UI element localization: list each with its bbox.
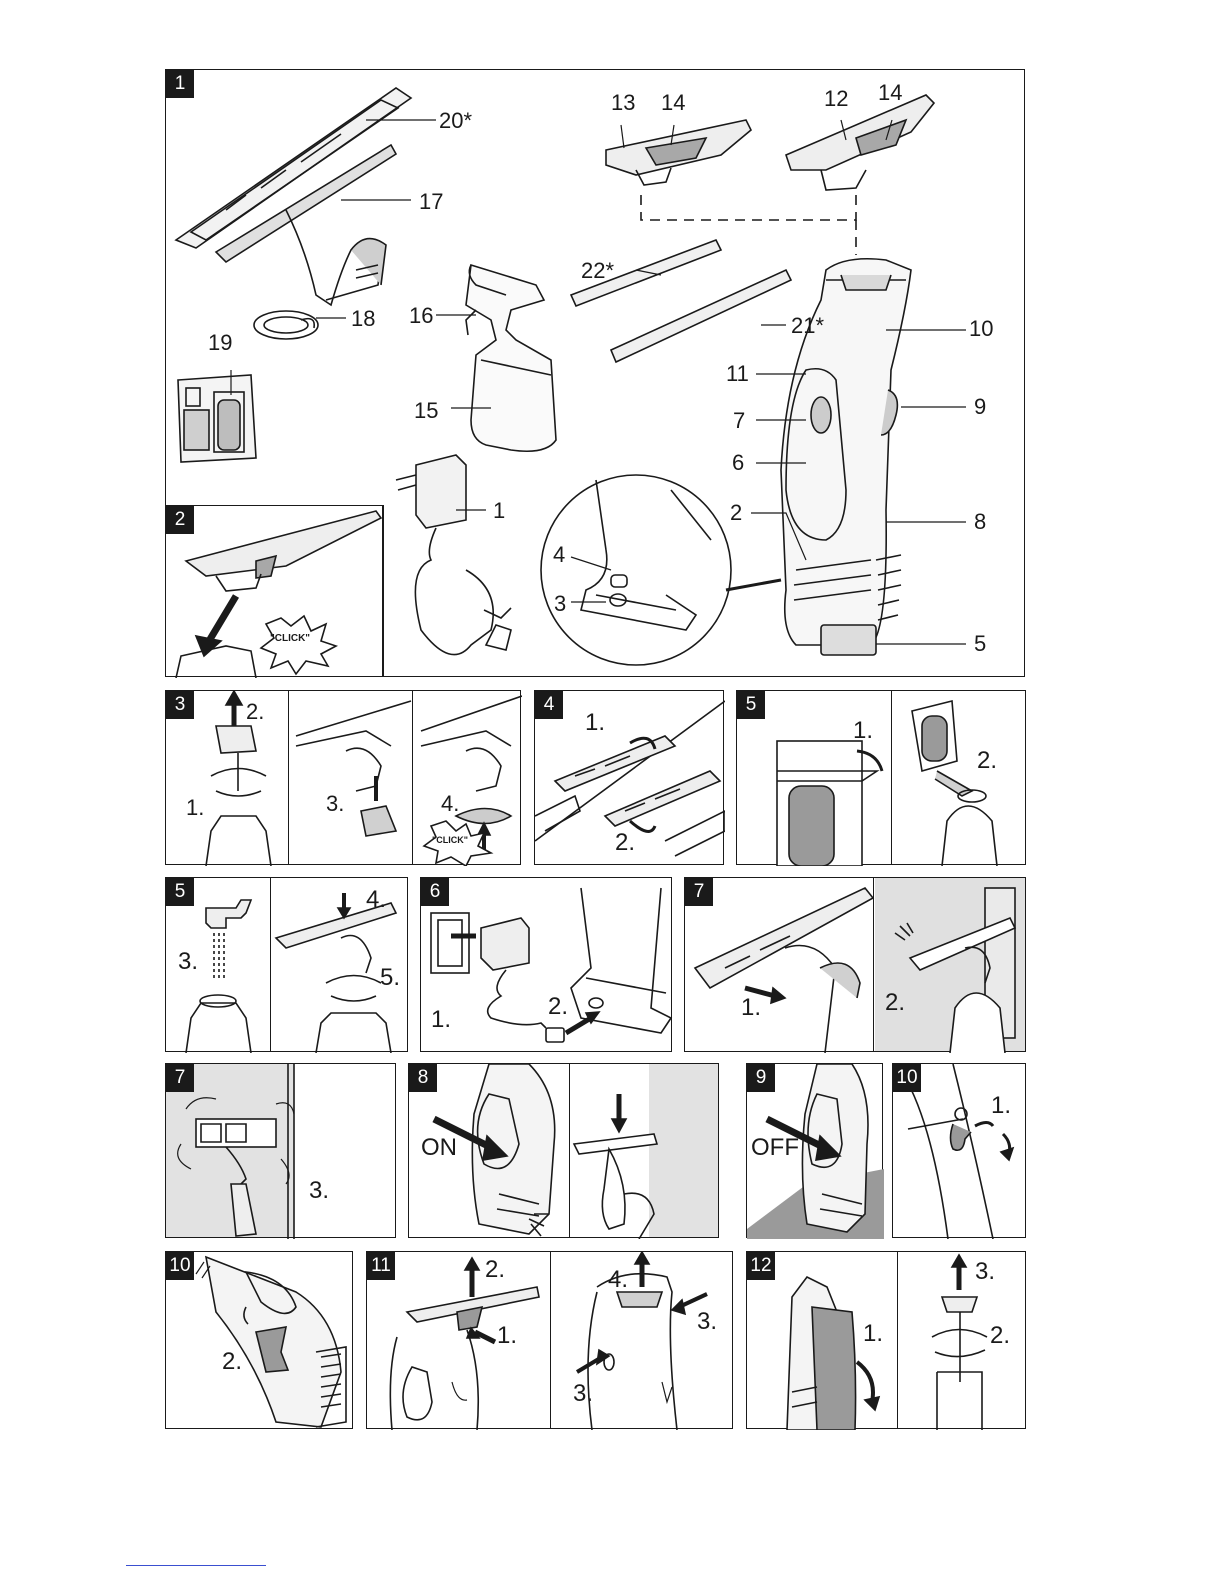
figure-9-badge: 9 (747, 1064, 775, 1092)
step-4-label: 4. (608, 1268, 628, 1292)
step-4-label: 4. (366, 888, 386, 912)
figure-4-panel: 4 1. 2. (534, 690, 724, 865)
figure-3-illustration (166, 691, 522, 866)
charger-drawing (396, 455, 511, 655)
switch-off-label: OFF (751, 1136, 799, 1160)
figure-7a-badge: 7 (685, 878, 713, 906)
callout-22: 22* (581, 260, 614, 282)
figure-3-badge: 3 (166, 691, 194, 719)
figure-6-illustration (421, 878, 673, 1053)
callout-20: 20* (439, 110, 472, 132)
spray-bottle-drawing (466, 265, 556, 451)
figure-5a-badge: 5 (737, 691, 765, 719)
figure-2-panel: 2 "CLICK" (165, 505, 383, 677)
callout-5: 5 (974, 633, 986, 655)
step-3-label-left: 3. (573, 1382, 593, 1406)
step-1-label: 1. (741, 996, 761, 1020)
figure-7b-panel: 7 3. (165, 1063, 396, 1238)
figure-6-badge: 6 (421, 878, 449, 906)
step-2-label: 2. (615, 831, 635, 855)
figure-7b-illustration (166, 1064, 397, 1239)
step-1-label: 1. (585, 711, 605, 735)
step-2-label: 2. (548, 995, 568, 1019)
callout-8: 8 (974, 511, 986, 533)
callout-11: 11 (726, 363, 749, 385)
step-4-label: 4. (441, 793, 459, 815)
step-1-label: 1. (853, 719, 873, 743)
step-2-label: 2. (977, 749, 997, 773)
callout-7: 7 (733, 410, 745, 432)
switch-on-label: ON (421, 1136, 457, 1160)
figure-12-badge: 12 (747, 1252, 775, 1280)
step-2-label: 2. (485, 1258, 505, 1282)
step-3-label: 3. (178, 950, 198, 974)
detail-magnifier-drawing (541, 475, 781, 665)
figure-7b-badge: 7 (166, 1064, 194, 1092)
callout-2: 2 (730, 502, 742, 524)
callout-9: 9 (974, 396, 986, 418)
step-1-label: 1. (497, 1324, 517, 1348)
figure-5a-panel: 5 1. 2. (736, 690, 1026, 865)
callout-14-right: 14 (878, 82, 902, 104)
step-3-label: 3. (326, 793, 344, 815)
quick-guide-leaflet-drawing (178, 375, 256, 462)
figure-3-panel: 3 2. 1. 3. 4. "CLICK" (165, 690, 521, 865)
callout-3: 3 (554, 593, 566, 615)
callout-4: 4 (553, 544, 565, 566)
figure-9-panel: 9 OFF (746, 1063, 883, 1238)
step-3-label: 3. (309, 1179, 329, 1203)
step-2-label: 2. (885, 991, 905, 1015)
figure-11-panel: 11 2. 1. 4. 3. 3. (366, 1251, 733, 1429)
callout-6: 6 (732, 452, 744, 474)
figure-2-badge: 2 (166, 506, 194, 534)
step-1-label: 1. (186, 797, 204, 819)
callout-1: 1 (493, 500, 505, 522)
step-3-label-right: 3. (697, 1310, 717, 1334)
figure-2-illustration (166, 506, 384, 678)
figure-12-panel: 12 1. 3. 2. (746, 1251, 1026, 1429)
click-label: "CLICK" (432, 836, 468, 845)
figure-10a-panel: 10 1. (892, 1063, 1026, 1238)
figure-10b-badge: 10 (166, 1252, 194, 1280)
click-label: "CLICK" (270, 634, 310, 644)
figure-11-illustration (367, 1252, 734, 1430)
callout-18: 18 (351, 308, 375, 330)
callout-16: 16 (409, 305, 433, 327)
callout-14-left: 14 (661, 92, 685, 114)
step-2-label: 2. (222, 1350, 242, 1374)
step-5-label: 5. (380, 966, 400, 990)
callout-21: 21* (791, 315, 824, 337)
figure-7a-panel: 7 1. 2. (684, 877, 1026, 1052)
figure-4-badge: 4 (535, 691, 563, 719)
figure-10b-panel: 10 2. (165, 1251, 353, 1429)
callout-12: 12 (824, 88, 848, 110)
step-1-label: 1. (991, 1094, 1011, 1118)
callout-10: 10 (969, 318, 993, 340)
connector-ring-drawing (254, 311, 318, 339)
callout-17: 17 (419, 191, 443, 213)
footer-link-underline[interactable] (126, 1565, 266, 1566)
step-3-label: 3. (975, 1260, 995, 1284)
figure-5b-panel: 5 3. 4. 5. (165, 877, 408, 1052)
figure-6-panel: 6 1. 2. (420, 877, 672, 1052)
figure-8-panel: 8 ON (408, 1063, 719, 1238)
figure-7a-illustration (685, 878, 1027, 1053)
step-2-label: 2. (990, 1324, 1010, 1348)
step-2-label: 2. (246, 701, 264, 723)
step-1-label: 1. (863, 1322, 883, 1346)
suction-nozzles-drawing (606, 95, 934, 255)
figure-5a-illustration (737, 691, 1027, 866)
figure-10a-badge: 10 (893, 1064, 921, 1092)
figure-11-badge: 11 (367, 1252, 395, 1280)
figure-5b-badge: 5 (166, 878, 194, 906)
figure-8-badge: 8 (409, 1064, 437, 1092)
step-1-label: 1. (431, 1008, 451, 1032)
figure-1-notch-divider (383, 505, 384, 677)
figure-1-badge: 1 (166, 70, 194, 98)
figure-10b-illustration (166, 1252, 354, 1430)
callout-13: 13 (611, 92, 635, 114)
callout-15: 15 (414, 400, 438, 422)
callout-19: 19 (208, 332, 232, 354)
